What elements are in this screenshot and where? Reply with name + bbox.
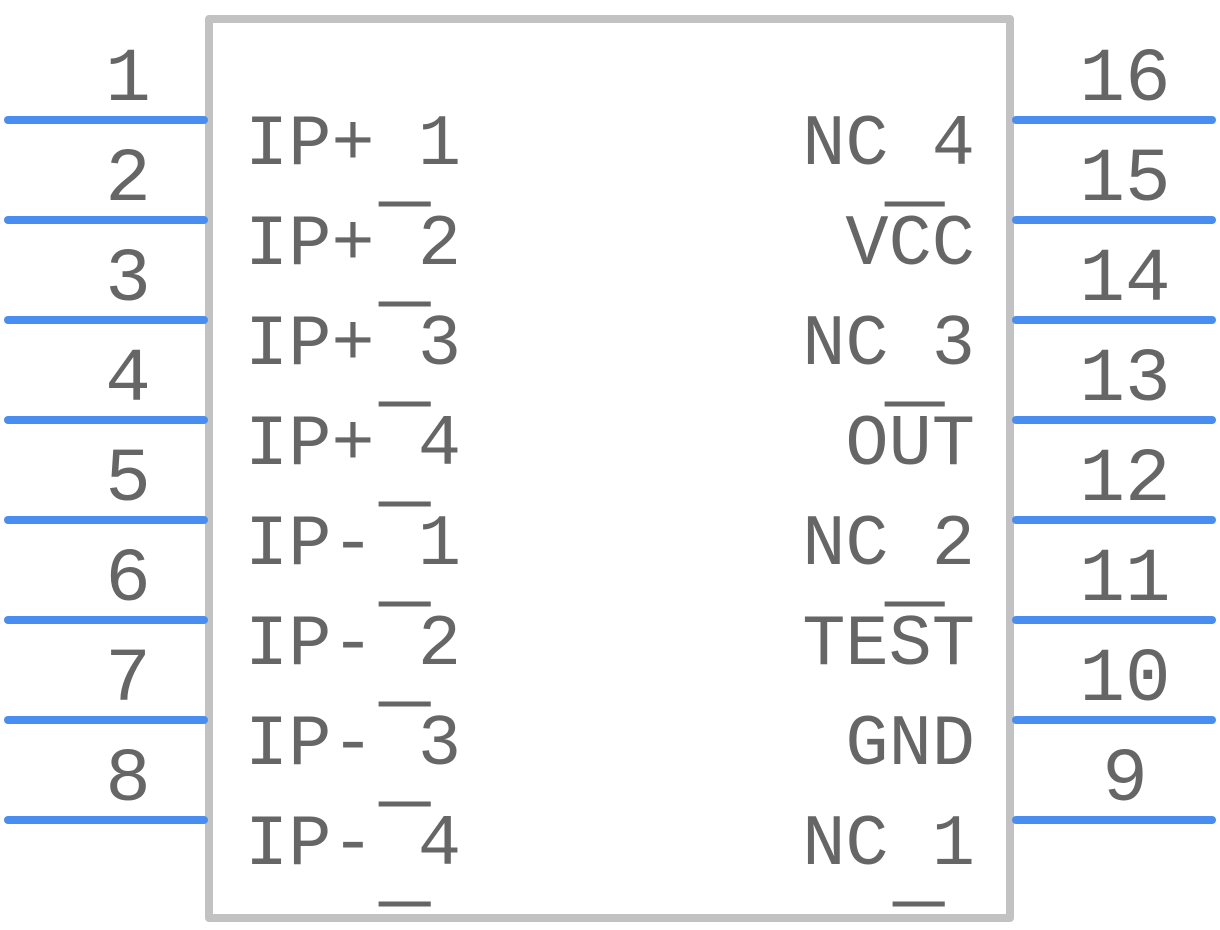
pin-4-name: IP+ 4 xyxy=(245,404,461,486)
pin-9-number: 9 xyxy=(1102,737,1148,823)
pin-14-number: 14 xyxy=(1079,237,1170,323)
pin-13-number: 13 xyxy=(1079,337,1170,423)
pin-3-number: 3 xyxy=(105,237,151,323)
pin-14-name: NC 3 xyxy=(802,304,975,386)
pin-7-name: IP- 3 xyxy=(245,704,461,786)
pin-10-number: 10 xyxy=(1079,637,1170,723)
pin-15-name: VCC xyxy=(845,204,975,286)
pin-2-name: IP+ 2 xyxy=(245,204,461,286)
pin-2-number: 2 xyxy=(105,137,151,223)
pin-3-name: IP+ 3 xyxy=(245,304,461,386)
pin-10-name: GND xyxy=(845,704,975,786)
pin-1-name: IP+ 1 xyxy=(245,104,461,186)
pin-8-name: IP- 4 xyxy=(245,804,461,886)
pin-16-name: NC 4 xyxy=(802,104,975,186)
pin-11-name: TEST xyxy=(802,604,975,686)
pin-4-number: 4 xyxy=(105,337,151,423)
pin-13-name: OUT xyxy=(845,404,975,486)
pin-15-number: 15 xyxy=(1079,137,1170,223)
pin-8-number: 8 xyxy=(105,737,151,823)
pin-6-name: IP- 2 xyxy=(245,604,461,686)
pin-5-number: 5 xyxy=(105,437,151,523)
pin-5-name: IP- 1 xyxy=(245,504,461,586)
left-pin-group: 1IP+ 1 2IP+ 2 3IP+ 3 4IP+ 4 5IP- 1 6IP- 2 7IP-… xyxy=(4,37,461,907)
pin-6-number: 6 xyxy=(105,537,151,623)
pin-12-number: 12 xyxy=(1079,437,1170,523)
pin-12-name: NC 2 xyxy=(802,504,975,586)
pin-1-number: 1 xyxy=(105,37,151,123)
pin-7-number: 7 xyxy=(105,637,151,723)
pin-11-number: 11 xyxy=(1079,537,1170,623)
pin-16-number: 16 xyxy=(1079,37,1170,123)
ic-body xyxy=(205,15,1014,922)
pin-9-name: NC 1 xyxy=(802,804,975,886)
